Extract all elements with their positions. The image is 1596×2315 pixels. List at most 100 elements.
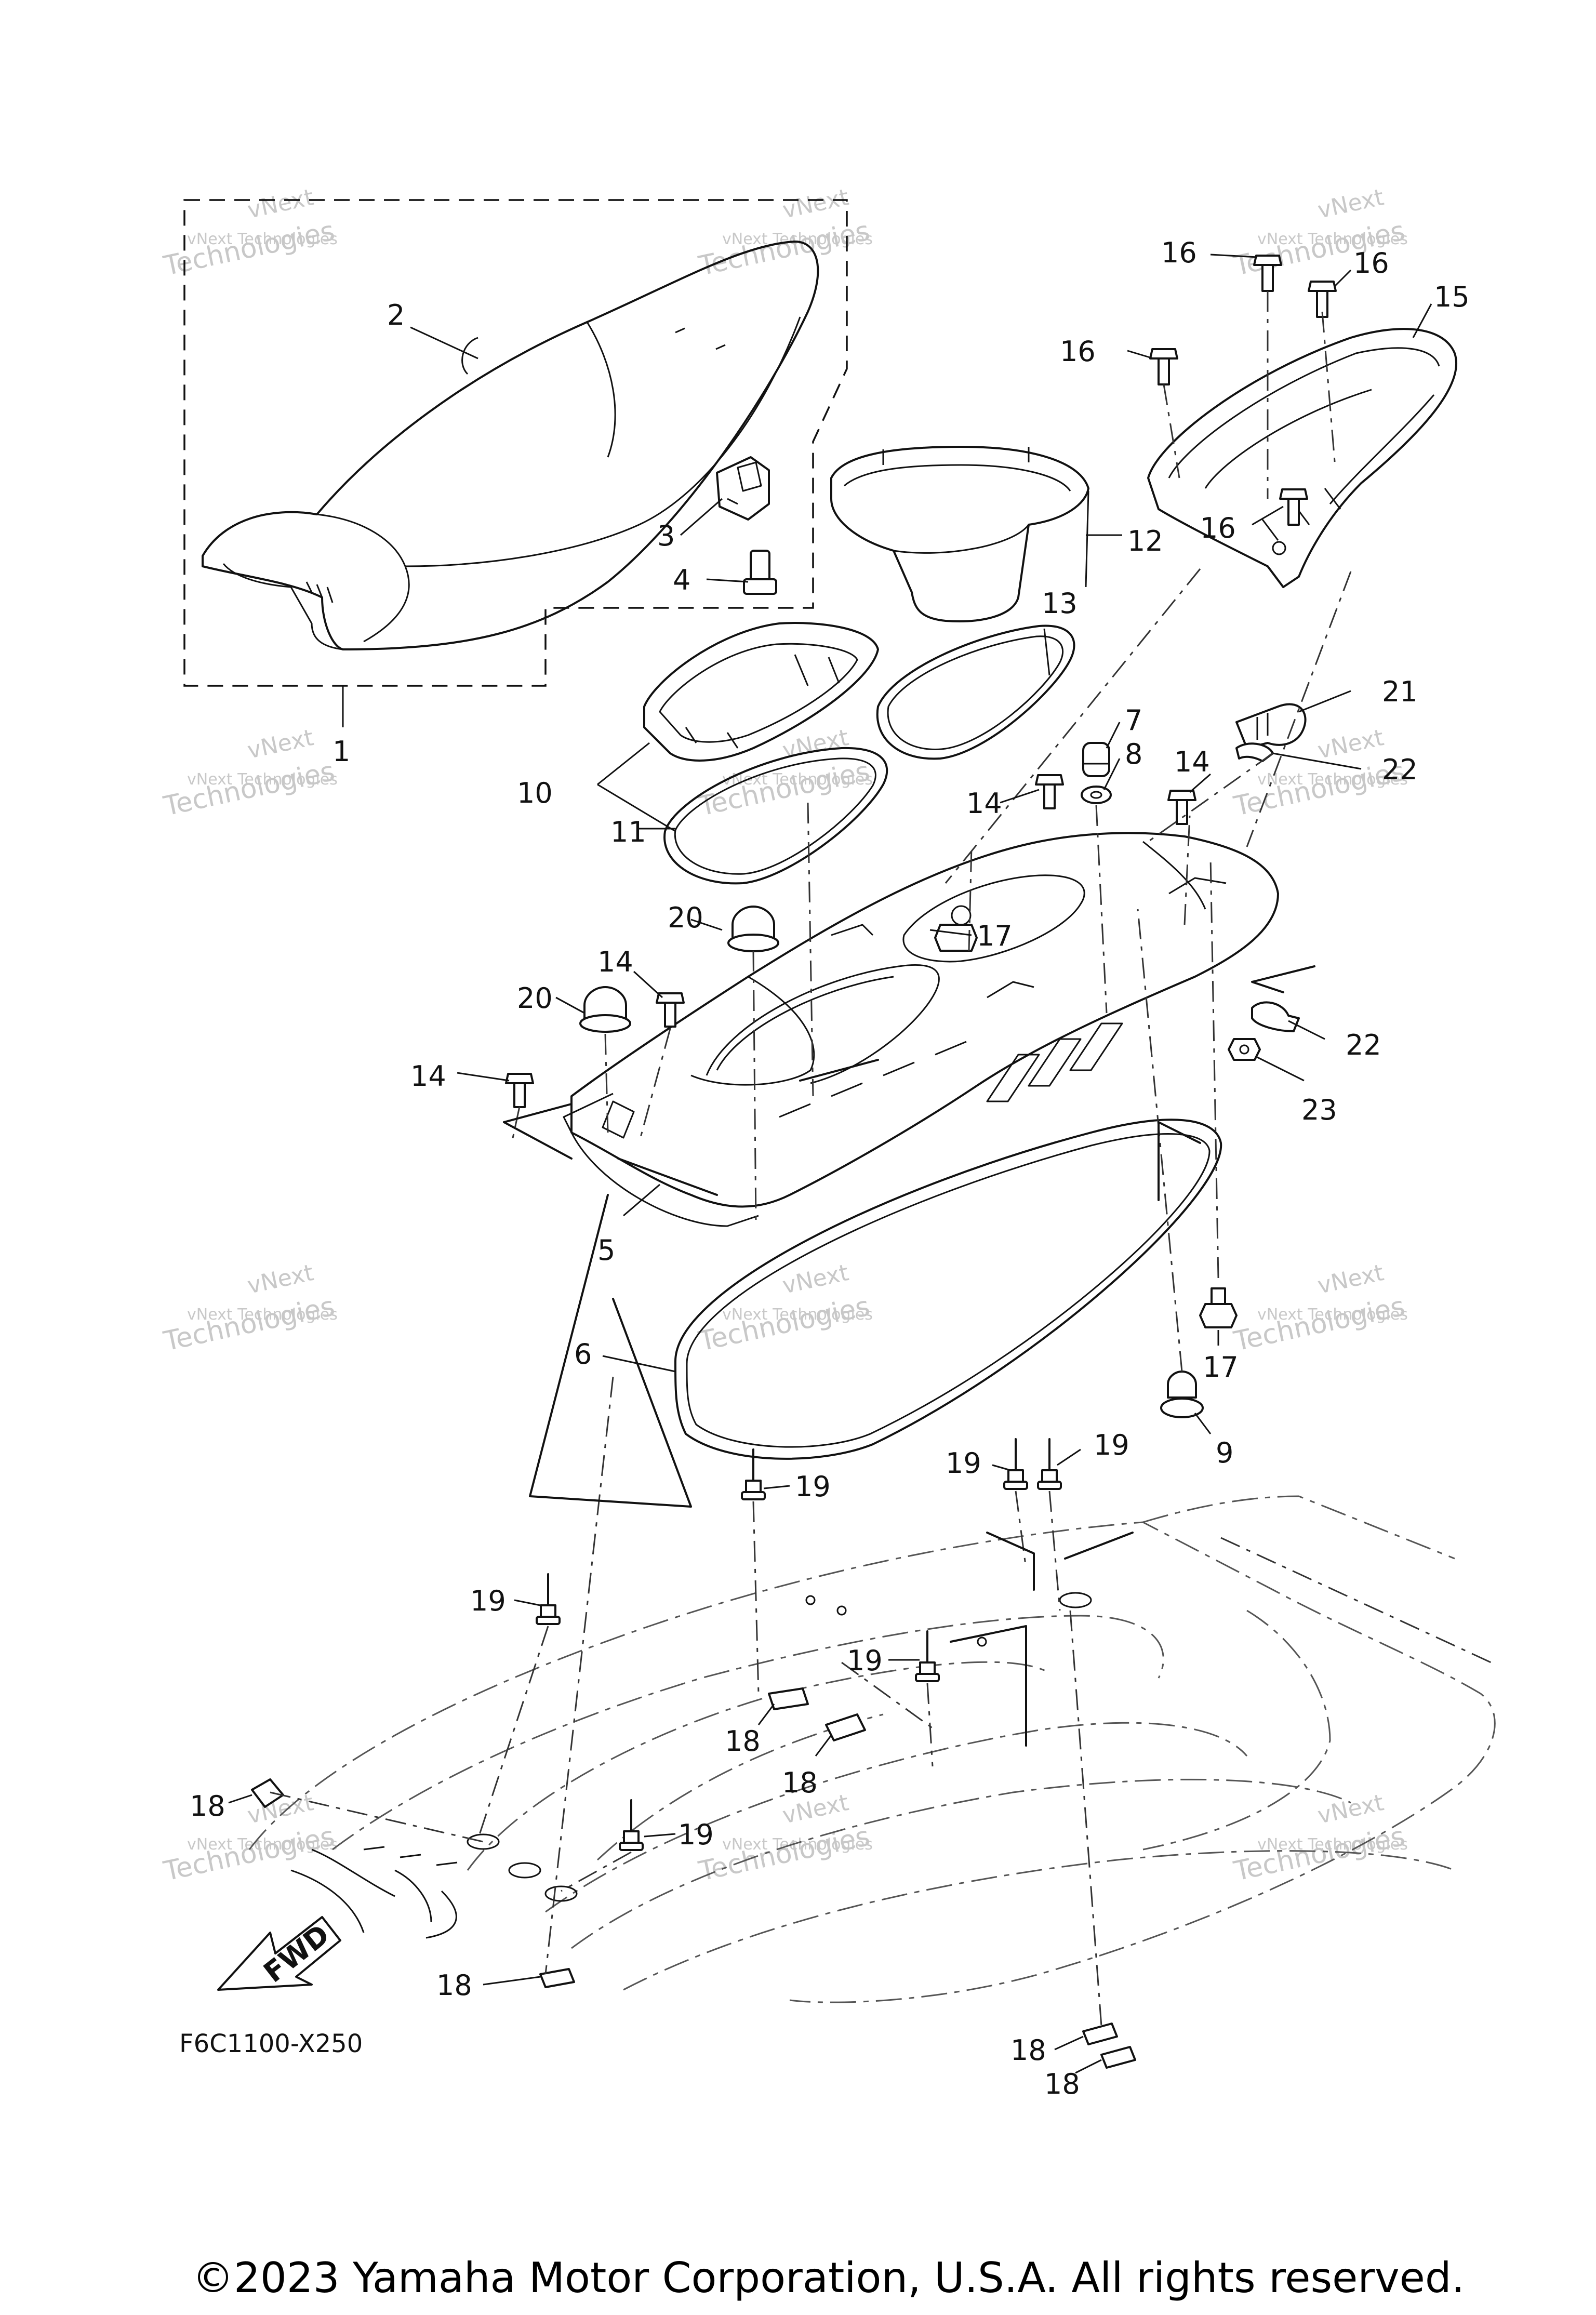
callout-2: 2	[387, 299, 405, 331]
seat-group-outline	[183, 199, 848, 687]
callout-9: 9	[1216, 1436, 1233, 1469]
callout-22b: 22	[1346, 1029, 1381, 1061]
svg-text:vNext Technologies: vNext Technologies	[1257, 1306, 1408, 1324]
callout-14d: 14	[410, 1060, 446, 1093]
watermarks: vNext vNext Technologies Technologies vN…	[161, 184, 1408, 1887]
bolt-14	[505, 1073, 534, 1108]
callout-18f: 18	[1044, 2068, 1080, 2100]
callout-18d: 18	[436, 1969, 472, 2002]
svg-text:vNext: vNext	[245, 1259, 316, 1299]
callout-14c: 14	[597, 946, 633, 978]
mount-20	[579, 986, 631, 1033]
callout-14a: 14	[966, 787, 1002, 820]
plate-18	[825, 1713, 866, 1741]
svg-text:vNext: vNext	[780, 1259, 851, 1299]
nut-17	[934, 924, 978, 952]
callout-13: 13	[1042, 587, 1078, 620]
seat-bolt	[743, 550, 777, 595]
callout-10: 10	[517, 777, 553, 809]
plate-18	[768, 1687, 809, 1710]
bolt-16	[1149, 348, 1178, 385]
svg-text:vNext: vNext	[780, 184, 851, 224]
svg-text:Technologies: Technologies	[161, 1291, 337, 1358]
svg-text:Technologies: Technologies	[161, 216, 337, 282]
watermark: vNext vNext Technologies Technologies	[1231, 1259, 1408, 1358]
svg-text:vNext: vNext	[1315, 1259, 1386, 1299]
svg-text:Technologies: Technologies	[161, 1821, 337, 1887]
callout-17b: 17	[1203, 1351, 1239, 1383]
callout-19e: 19	[847, 1644, 883, 1677]
callout-4: 4	[673, 564, 690, 596]
copyright-notice: ©2023 Yamaha Motor Corporation, U.S.A. A…	[192, 2254, 1465, 2302]
clip-22	[1251, 1001, 1300, 1032]
clip-22	[1235, 742, 1274, 762]
storage-bin-gasket	[876, 624, 1075, 760]
svg-text:Technologies: Technologies	[1231, 756, 1407, 822]
callout-11: 11	[610, 816, 646, 848]
callout-5: 5	[597, 1234, 615, 1267]
svg-text:vNext: vNext	[1315, 1789, 1386, 1829]
callout-12: 12	[1127, 525, 1163, 557]
watermark: vNext vNext Technologies Technologies	[161, 724, 338, 822]
mount-9	[1160, 1371, 1204, 1418]
callout-16d: 16	[1200, 512, 1236, 544]
svg-text:Technologies: Technologies	[696, 756, 872, 822]
callout-22a: 22	[1382, 753, 1418, 786]
watermark: vNext vNext Technologies Technologies	[696, 724, 873, 822]
callout-16b: 16	[1353, 247, 1389, 280]
callout-19f: 19	[678, 1818, 714, 1851]
storage-cover	[643, 622, 879, 762]
seat-hook-bracket	[716, 456, 770, 521]
leader-lines	[228, 254, 1432, 2074]
svg-text:vNext: vNext	[1315, 724, 1386, 764]
rivet-19	[1003, 1438, 1028, 1490]
seat	[202, 241, 819, 650]
callout-1: 1	[332, 735, 350, 768]
rear-handle	[1147, 328, 1458, 588]
svg-text:vNext Technologies: vNext Technologies	[187, 770, 338, 789]
rivet-19	[1037, 1438, 1062, 1490]
callout-6: 6	[574, 1338, 592, 1371]
seat-assembly-group	[183, 199, 848, 687]
bolt-14	[1167, 790, 1196, 825]
callout-3: 3	[657, 520, 675, 552]
rivet-19	[536, 1573, 561, 1625]
svg-text:vNext Technologies: vNext Technologies	[187, 1306, 338, 1324]
assembly-lines	[270, 291, 1492, 2027]
rivet-19	[741, 1448, 766, 1500]
rivet-19	[619, 1799, 644, 1851]
storage-bin	[830, 446, 1089, 622]
callout-labels: 1 2 3 4 5 6 7 8 9 10 11 12 13 14 14 14 1…	[190, 236, 1470, 2100]
callout-18c: 18	[190, 1790, 225, 1822]
callout-18a: 18	[725, 1725, 761, 1758]
watermark: vNext vNext Technologies Technologies	[161, 1789, 338, 1887]
callout-19d: 19	[470, 1585, 506, 1617]
bolt-16	[1279, 488, 1308, 526]
callout-17a: 17	[977, 920, 1013, 952]
watermark: vNext vNext Technologies Technologies	[1231, 1789, 1408, 1887]
callout-19b: 19	[946, 1447, 981, 1480]
plate-18	[1100, 2046, 1136, 2069]
svg-text:vNext Technologies: vNext Technologies	[1257, 770, 1408, 789]
plate-18	[539, 1968, 575, 1988]
svg-text:Technologies: Technologies	[161, 756, 337, 822]
svg-text:vNext Technologies: vNext Technologies	[1257, 1835, 1408, 1854]
callout-14b: 14	[1174, 746, 1210, 778]
washer-8	[1081, 786, 1112, 804]
watermark: vNext vNext Technologies Technologies	[696, 1789, 873, 1887]
bolt-16	[1308, 281, 1337, 318]
callout-19a: 19	[795, 1470, 831, 1503]
svg-text:Technologies: Technologies	[696, 1821, 872, 1887]
watermark: vNext vNext Technologies Technologies	[161, 184, 338, 282]
watermark: vNext vNext Technologies Technologies	[161, 1259, 338, 1358]
svg-text:vNext Technologies: vNext Technologies	[1257, 230, 1408, 248]
part-code: F6C1100-X250	[179, 2029, 363, 2058]
bolt-14	[1035, 774, 1064, 809]
callout-7: 7	[1125, 704, 1142, 737]
callout-21: 21	[1382, 675, 1418, 708]
nut-17	[1199, 1287, 1238, 1328]
fwd-arrow: FWD	[217, 1916, 341, 1991]
callout-15: 15	[1434, 281, 1470, 313]
